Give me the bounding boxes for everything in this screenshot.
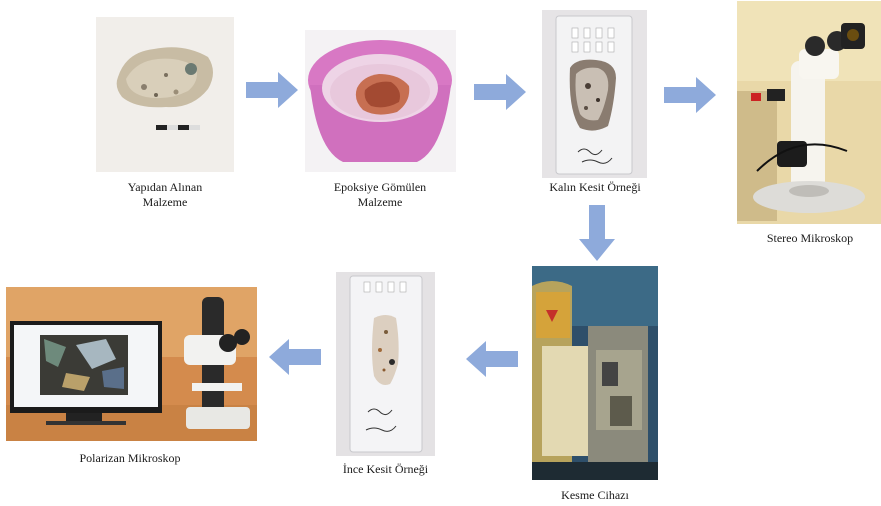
cutting-machine-photo <box>532 266 658 480</box>
flow-arrow-right-1 <box>246 72 298 108</box>
polar-label-line1: Polarizan Mikroskop <box>40 451 220 466</box>
thin-section-photo <box>336 272 435 456</box>
epoxy-sample-photo <box>305 30 456 172</box>
cutter-label-line1: Kesme Cihazı <box>530 488 660 503</box>
thick-label-line1: Kalın Kesit Örneği <box>530 180 660 195</box>
polarizing-microscope-photo <box>6 287 257 441</box>
flow-arrow-right-2 <box>474 74 526 110</box>
flow-arrow-right-3 <box>664 77 716 113</box>
polarizing-microscope-label: Polarizan Mikroskop <box>40 451 220 466</box>
rock-sample-label: Yapıdan Alınan Malzeme <box>100 180 230 210</box>
epoxy-label-line1: Epoksiye Gömülen <box>310 180 450 195</box>
flow-arrow-left-2 <box>466 341 518 377</box>
cutting-machine-label: Kesme Cihazı <box>530 488 660 503</box>
rock-label-line2: Malzeme <box>100 195 230 210</box>
thick-section-label: Kalın Kesit Örneği <box>530 180 660 195</box>
epoxy-label-line2: Malzeme <box>310 195 450 210</box>
flow-arrow-down <box>579 205 615 261</box>
rock-sample-photo <box>96 17 234 172</box>
flow-arrow-left-1 <box>269 339 321 375</box>
stereo-label-line1: Stereo Mikroskop <box>740 231 880 246</box>
rock-label-line1: Yapıdan Alınan <box>100 180 230 195</box>
stereo-microscope-label: Stereo Mikroskop <box>740 231 880 246</box>
thick-section-photo <box>542 10 647 178</box>
thin-label-line1: İnce Kesit Örneği <box>320 462 451 477</box>
epoxy-sample-label: Epoksiye Gömülen Malzeme <box>310 180 450 210</box>
thin-section-label: İnce Kesit Örneği <box>320 462 451 477</box>
stereo-microscope-photo <box>737 1 881 224</box>
